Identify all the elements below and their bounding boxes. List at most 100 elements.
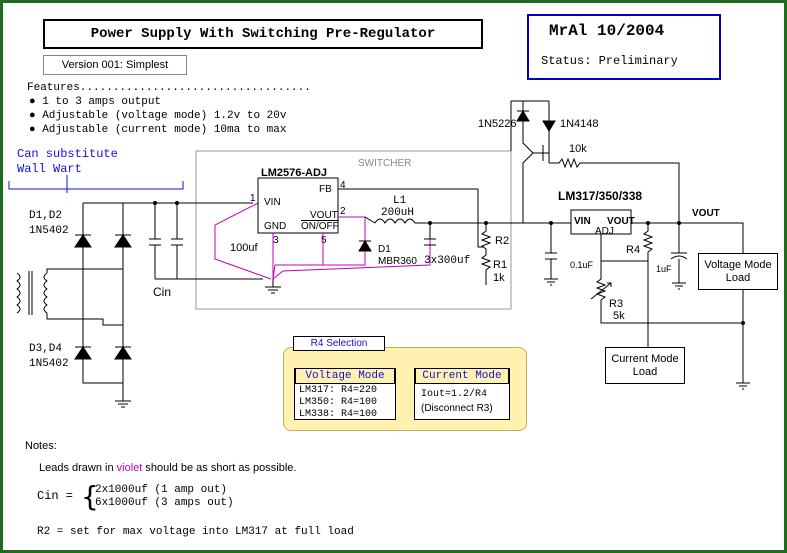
voltage-mode-load: Voltage Mode Load bbox=[698, 253, 778, 290]
cap-1uf-label: 1uF bbox=[656, 264, 672, 274]
r1-label: R1 bbox=[493, 259, 508, 271]
pin-fb-label: FB bbox=[319, 184, 332, 195]
wallwart-line2: Wall Wart bbox=[17, 162, 82, 176]
current-row: (Disconnect R3) bbox=[421, 403, 493, 414]
pin-2: 2 bbox=[340, 206, 346, 217]
vout-rail bbox=[631, 222, 744, 253]
cap-01uf-label: 0.1uF bbox=[570, 260, 594, 270]
switcher-ic-label: LM2576-ADJ bbox=[261, 167, 328, 179]
fb-line bbox=[338, 188, 479, 229]
r4-selection-panel: Voltage Mode LM317: R4=220 LM350: R4=100… bbox=[283, 347, 527, 431]
r2-note: R2 = set for max voltage into LM317 at f… bbox=[37, 526, 354, 538]
switcher-block bbox=[195, 150, 512, 310]
signal-diode-label: 1N4148 bbox=[560, 118, 599, 130]
diode-label-top: D1,D2 bbox=[29, 210, 63, 222]
violet-note-after: should be as short as possible. bbox=[142, 462, 297, 474]
violet-note-word: violet bbox=[116, 462, 143, 474]
notes-heading: Notes: bbox=[25, 440, 57, 452]
schottky-icon bbox=[358, 240, 372, 252]
pin-onoff-label: ON/OFF bbox=[301, 221, 339, 232]
zener-label: 1N5226 bbox=[478, 118, 517, 130]
schematic-diagram bbox=[8, 100, 750, 408]
schottky-part: MBR360 bbox=[378, 256, 417, 267]
wallwart-brace bbox=[8, 181, 184, 193]
out-cap-icon bbox=[424, 238, 436, 246]
version-text: Version 001: Simplest bbox=[61, 59, 169, 71]
feature-item: ● 1 to 3 amps output bbox=[29, 96, 162, 108]
author-box: MrAl 10/2004 Status: Preliminary bbox=[527, 14, 721, 80]
r4-selection-title: R4 Selection bbox=[293, 336, 385, 351]
feature-text: Adjustable (current mode) 10ma to max bbox=[42, 124, 287, 136]
voltage-mode-heading: Voltage Mode bbox=[295, 368, 395, 384]
voltage-row: LM338: R4=100 bbox=[299, 409, 378, 420]
diode-label-bottom: D3,D4 bbox=[29, 343, 63, 355]
cap-01uf-icon bbox=[544, 223, 558, 286]
page-title: Power Supply With Switching Pre-Regulato… bbox=[90, 26, 436, 42]
inductor-icon bbox=[364, 216, 523, 224]
transformer-icon bbox=[16, 268, 78, 320]
diode-part-top: 1N5402 bbox=[29, 225, 69, 237]
signal-diode-icon bbox=[542, 101, 556, 132]
pin-vout-label: VOUT bbox=[310, 210, 338, 221]
pin-3: 3 bbox=[273, 235, 279, 246]
pin-5: 5 bbox=[321, 235, 327, 246]
fb-transistor bbox=[522, 152, 534, 223]
voltage-mode-table: Voltage Mode LM317: R4=220 LM350: R4=100… bbox=[294, 368, 396, 420]
feature-text: Adjustable (voltage mode) 1.2v to 20v bbox=[42, 110, 287, 122]
switcher-block-label: SWITCHER bbox=[358, 158, 412, 169]
r4-label: R4 bbox=[626, 244, 641, 256]
cin-cap-1 bbox=[149, 203, 161, 279]
inductor-value: 200uH bbox=[381, 207, 415, 219]
pin-1: 1 bbox=[250, 193, 256, 204]
cin-note-line2: 6x1000uf (3 amps out) bbox=[95, 497, 234, 509]
lm317-ic bbox=[570, 209, 632, 235]
author-date: MrAl 10/2004 bbox=[549, 22, 665, 40]
r4-resistor bbox=[642, 223, 654, 261]
feature-text: 1 to 3 amps output bbox=[42, 96, 162, 108]
cap-out-value: 3x300uf bbox=[424, 255, 471, 267]
violet-note-before: Leads drawn in bbox=[39, 462, 117, 474]
resistor-10k-label: 10k bbox=[569, 143, 587, 155]
regulator-ic-label: LM317/350/338 bbox=[558, 189, 643, 203]
vout-label: VOUT bbox=[692, 208, 720, 219]
current-row: Iout=1.2/R4 bbox=[421, 389, 488, 400]
reg-pin-vout: VOUT bbox=[607, 216, 635, 227]
voltage-load-line2: Load bbox=[725, 272, 751, 284]
cap-1uf-icon bbox=[670, 223, 688, 290]
resistor-10k bbox=[549, 157, 680, 223]
current-load-line2: Load bbox=[632, 366, 658, 378]
inductor-label: L1 bbox=[393, 195, 407, 207]
violet-note: Leads drawn in violet should be as short… bbox=[39, 462, 296, 474]
voltage-load-line1: Voltage Mode bbox=[704, 259, 772, 271]
ground-icon bbox=[265, 286, 281, 294]
lm2576-ic bbox=[257, 177, 339, 234]
cin-note-prefix: Cin = bbox=[37, 489, 74, 503]
version-box: Version 001: Simplest bbox=[43, 55, 187, 75]
status-text: Status: Preliminary bbox=[541, 54, 678, 68]
current-mode-load: Current Mode Load bbox=[605, 347, 685, 384]
pin-4: 4 bbox=[340, 180, 346, 191]
reg-pin-vin: VIN bbox=[574, 216, 591, 227]
voltage-row: LM317: R4=220 bbox=[299, 385, 378, 396]
violet-leads bbox=[214, 202, 431, 280]
current-mode-table: Current Mode Iout=1.2/R4 (Disconnect R3) bbox=[414, 368, 510, 420]
r3-potentiometer bbox=[595, 261, 743, 324]
r3-label: R3 bbox=[609, 298, 624, 310]
feature-item: ● Adjustable (voltage mode) 1.2v to 20v bbox=[29, 110, 287, 122]
diode-part-bottom: 1N5402 bbox=[29, 358, 69, 370]
brace-icon: { bbox=[81, 480, 99, 513]
zener-icon bbox=[516, 101, 530, 122]
feature-item: ● Adjustable (current mode) 10ma to max bbox=[29, 124, 287, 136]
cap-in-value: 100uf bbox=[230, 242, 258, 254]
pin-vin-label: VIN bbox=[264, 197, 281, 208]
r3-value: 5k bbox=[613, 310, 625, 322]
title-box: Power Supply With Switching Pre-Regulato… bbox=[43, 19, 483, 49]
voltage-row: LM350: R4=100 bbox=[299, 397, 378, 408]
reg-pin-adj: ADJ bbox=[595, 226, 614, 237]
current-mode-heading: Current Mode bbox=[415, 368, 509, 384]
cin-label: Cin bbox=[153, 285, 172, 299]
bridge-rectifier bbox=[74, 202, 132, 408]
output-ground bbox=[736, 290, 750, 390]
features-heading: Features................................… bbox=[27, 82, 311, 94]
